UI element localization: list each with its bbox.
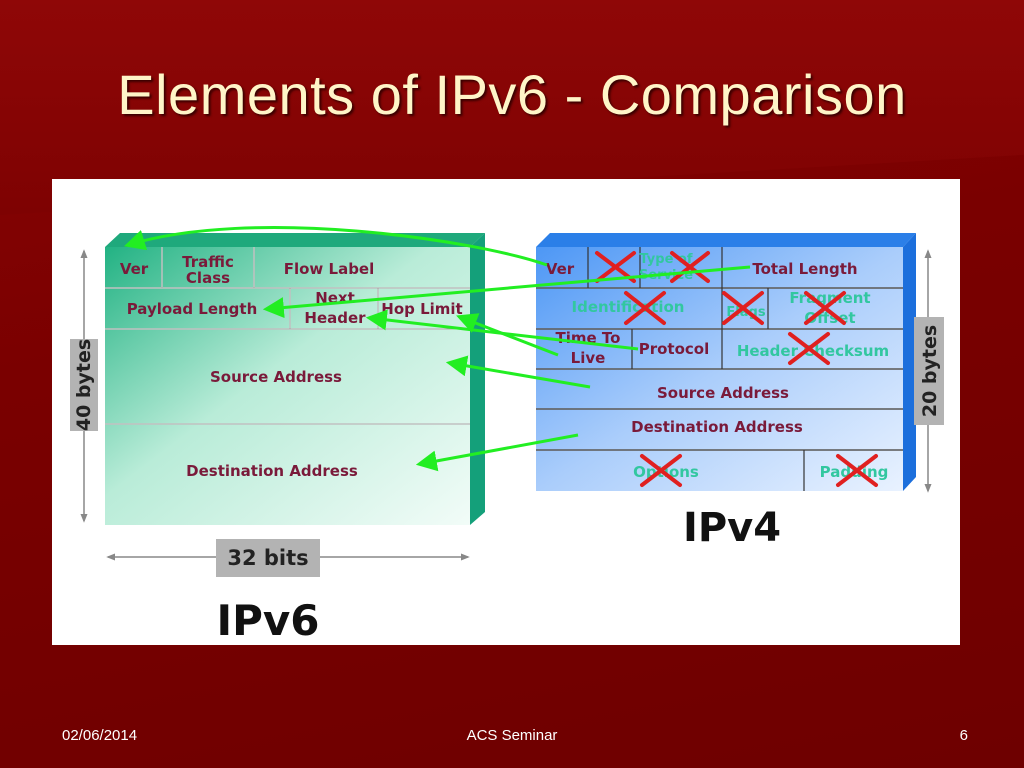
removed-mark-header-checksum xyxy=(788,332,830,365)
slide-title: Elements of IPv6 - Comparison xyxy=(117,63,907,126)
ipv6-hop-limit-label: Hop Limit xyxy=(381,300,462,318)
ipv4-height-label: 20 bytes xyxy=(919,325,941,417)
arrow-source-to-source xyxy=(445,355,591,389)
ipv6-traffic-class-label-2: Class xyxy=(186,269,230,287)
arrow-destination-to-destination xyxy=(415,433,579,472)
ipv4-ver-label: Ver xyxy=(546,260,575,278)
ipv4-destination-address-label: Destination Address xyxy=(631,418,803,436)
removed-mark-tos xyxy=(670,251,710,283)
ipv4-header-block: Ver Total Length Time To Live Protocol S… xyxy=(536,233,916,491)
ipv6-source-address-label: Source Address xyxy=(210,368,342,386)
ipv6-payload-length-label: Payload Length xyxy=(127,300,258,318)
ipv6-width-badge xyxy=(216,539,320,577)
ipv6-height-badge xyxy=(70,339,98,431)
ipv4-identification-label: Identification xyxy=(572,298,685,316)
footer-seminar: ACS Seminar xyxy=(466,727,558,744)
ipv6-width-label: 32 bits xyxy=(227,546,308,570)
ipv6-height-label: 40 bytes xyxy=(73,339,95,431)
ipv6-traffic-class-label-1: Traffic xyxy=(182,253,234,271)
ipv6-title: IPv6 xyxy=(216,596,319,645)
ipv6-block-front-face xyxy=(105,247,470,525)
ipv6-destination-address-label: Destination Address xyxy=(186,462,358,480)
footer-date: 02/06/2014 xyxy=(62,727,138,744)
ipv4-tos-label-1: Type of xyxy=(639,252,692,267)
ipv6-block-side-face xyxy=(470,233,485,525)
footer-page-number: 6 xyxy=(959,727,968,744)
ipv4-total-length-label: Total Length xyxy=(752,260,857,278)
ipv6-height-dimension: 40 bytes xyxy=(70,249,98,523)
ipv4-block-side-face xyxy=(903,233,916,491)
ipv6-header-block: Ver Traffic Class Flow Label Payload Len… xyxy=(105,233,485,525)
header-diagram: Ver Traffic Class Flow Label Payload Len… xyxy=(70,226,944,645)
ipv6-next-header-label-2: Header xyxy=(304,309,366,327)
arrow-total-length-to-payload-length xyxy=(262,265,751,319)
ipv6-block-top-face xyxy=(105,233,485,247)
arrow-ttl-to-hop-limit xyxy=(456,313,559,357)
ipv6-ver-label: Ver xyxy=(120,260,149,278)
ipv4-protocol-label: Protocol xyxy=(639,340,710,358)
removed-mark-fragment-offset xyxy=(804,291,846,325)
removed-mark-padding xyxy=(836,454,878,487)
ipv6-ipv4-comparison-figure: Ver Traffic Class Flow Label Payload Len… xyxy=(52,179,960,645)
arrow-ver-to-ver xyxy=(123,226,548,267)
ipv4-block-top-face xyxy=(536,233,916,247)
removed-mark-flags xyxy=(722,291,764,325)
ipv4-source-address-label: Source Address xyxy=(657,384,789,402)
removed-mark-options xyxy=(640,454,682,487)
ipv4-title: IPv4 xyxy=(683,505,781,551)
ipv4-ttl-label-2: Live xyxy=(571,349,606,367)
ipv4-height-dimension: 20 bytes xyxy=(914,249,944,493)
ipv6-flow-label-label: Flow Label xyxy=(284,260,375,278)
ipv6-width-dimension: 32 bits xyxy=(106,539,470,577)
ipv4-height-badge xyxy=(914,317,944,425)
removed-mark-identification xyxy=(624,291,666,325)
